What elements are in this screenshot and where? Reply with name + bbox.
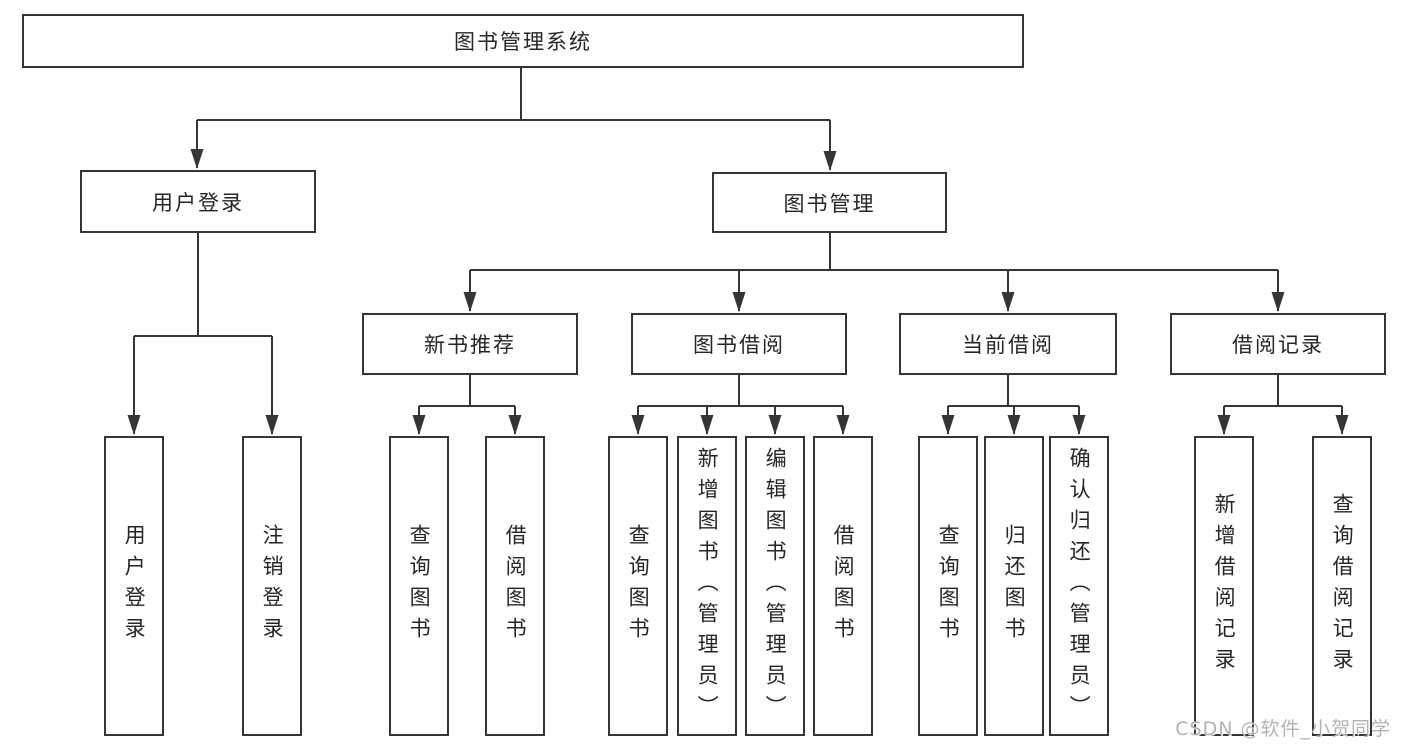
node-borrow-records: 借阅记录 — [1170, 313, 1386, 375]
leaf-borrow-add-books-admin-label: 新增图书（管理员） — [695, 446, 720, 726]
leaf-record-query-borrow-record-label: 查询借阅记录 — [1330, 493, 1355, 679]
leaf-current-confirm-return-admin: 确认归还（管理员） — [1049, 436, 1109, 736]
leaf-current-query-books-label: 查询图书 — [936, 524, 961, 648]
leaf-record-query-borrow-record: 查询借阅记录 — [1312, 436, 1372, 736]
node-new-book-recommend: 新书推荐 — [362, 313, 578, 375]
leaf-current-return-books: 归还图书 — [984, 436, 1044, 736]
leaf-record-add-borrow-record-label: 新增借阅记录 — [1212, 493, 1237, 679]
leaf-user-login-label: 用户登录 — [122, 524, 147, 648]
leaf-borrow-borrow-books: 借阅图书 — [813, 436, 873, 736]
leaf-record-add-borrow-record: 新增借阅记录 — [1194, 436, 1254, 736]
connector-book-borrow-to-leaves — [631, 375, 850, 435]
leaf-logout: 注销登录 — [242, 436, 302, 736]
node-book-borrow: 图书借阅 — [631, 313, 847, 375]
leaf-newbook-borrow-books-label: 借阅图书 — [503, 524, 528, 648]
node-book-mgmt-label: 图书管理 — [783, 191, 876, 216]
leaf-user-login: 用户登录 — [104, 436, 164, 736]
leaf-current-confirm-return-admin-label: 确认归还（管理员） — [1067, 446, 1092, 726]
node-new-book-recommend-label: 新书推荐 — [424, 333, 516, 357]
node-user-login: 用户登录 — [80, 170, 316, 233]
leaf-logout-label: 注销登录 — [260, 524, 285, 648]
leaf-borrow-add-books-admin: 新增图书（管理员） — [677, 436, 737, 736]
leaf-newbook-query-books-label: 查询图书 — [407, 524, 432, 648]
connector-user-login-to-leaves — [127, 233, 279, 435]
node-root-system-label: 图书管理系统 — [454, 30, 592, 54]
node-root-system: 图书管理系统 — [22, 14, 1024, 68]
leaf-borrow-edit-books-admin: 编辑图书（管理员） — [745, 436, 805, 736]
leaf-newbook-borrow-books: 借阅图书 — [485, 436, 545, 736]
node-current-borrow-label: 当前借阅 — [962, 333, 1054, 357]
leaf-borrow-borrow-books-label: 借阅图书 — [831, 524, 856, 648]
node-current-borrow: 当前借阅 — [899, 313, 1117, 375]
connector-new-book-to-leaves — [412, 375, 522, 435]
csdn-watermark: CSDN @软件_小贺同学 — [1175, 718, 1391, 740]
leaf-borrow-query-books-label: 查询图书 — [626, 524, 651, 648]
connector-root-to-level2 — [190, 68, 837, 171]
leaf-current-query-books: 查询图书 — [918, 436, 978, 736]
leaf-borrow-edit-books-admin-label: 编辑图书（管理员） — [763, 446, 788, 726]
node-user-login-label: 用户登录 — [152, 190, 244, 215]
leaf-borrow-query-books: 查询图书 — [608, 436, 668, 736]
leaf-current-return-books-label: 归还图书 — [1002, 524, 1027, 648]
node-book-borrow-label: 图书借阅 — [693, 333, 785, 357]
leaf-newbook-query-books: 查询图书 — [389, 436, 449, 736]
node-borrow-records-label: 借阅记录 — [1232, 333, 1324, 357]
connector-current-borrow-to-leaves — [941, 375, 1086, 435]
node-book-mgmt: 图书管理 — [712, 172, 947, 233]
connector-borrow-record-to-leaves — [1217, 375, 1349, 435]
connector-book-mgmt-to-level3 — [463, 233, 1285, 312]
